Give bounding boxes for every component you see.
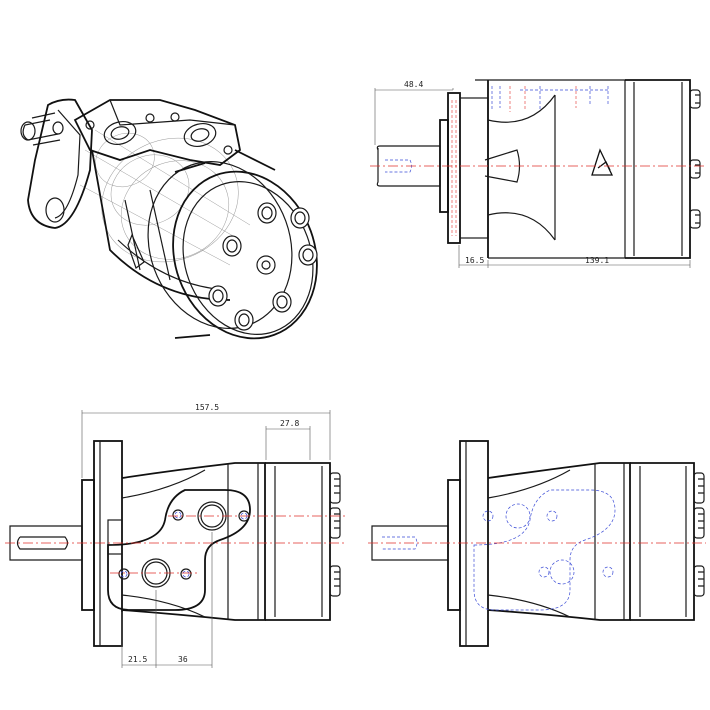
dim-port-offset-a: 21.5 <box>128 655 147 664</box>
isometric-view <box>20 98 318 340</box>
bolt-icon <box>290 207 310 229</box>
front-body <box>107 462 266 621</box>
front-flange <box>81 440 123 647</box>
side-dimensions: 48.4 16.5 139.1 <box>374 80 691 268</box>
dim-port-offset-b: 36 <box>178 655 188 664</box>
dim-body-length: 139.1 <box>585 256 609 265</box>
dim-flange-to-shaft: 16.5 <box>465 256 484 265</box>
dim-shaft-length: 48.4 <box>404 80 423 89</box>
side-flange <box>439 92 489 244</box>
bolt-icon <box>298 244 318 266</box>
front-view: 157.5 27.8 21.5 36 <box>5 403 345 668</box>
bolt-icon <box>222 235 242 257</box>
rear-cap <box>630 462 705 621</box>
dim-rear-cap: 27.8 <box>280 419 299 428</box>
isometric-bolts <box>208 202 318 331</box>
side-view: 48.4 16.5 139.1 <box>370 79 705 268</box>
bolt-icon <box>257 202 277 224</box>
isometric-flange <box>27 98 93 229</box>
bolt-icon <box>208 285 228 307</box>
rear-flange <box>447 440 489 647</box>
rear-body <box>473 462 631 621</box>
front-rear-cap <box>265 462 341 621</box>
isometric-port-block <box>73 99 241 166</box>
isometric-ghost-lines <box>79 129 251 266</box>
rear-view <box>368 440 706 647</box>
front-port-plate <box>107 489 251 611</box>
isometric-rear-cap <box>147 161 318 340</box>
side-body <box>475 79 626 259</box>
bolt-icon <box>272 291 292 313</box>
side-rear-cap <box>625 79 701 259</box>
dim-overall-length: 157.5 <box>195 403 219 412</box>
isometric-shaft <box>20 112 61 146</box>
front-dimensions: 157.5 27.8 21.5 36 <box>81 403 331 668</box>
bolt-icon <box>234 309 254 331</box>
brand-logo-icon <box>591 148 614 176</box>
